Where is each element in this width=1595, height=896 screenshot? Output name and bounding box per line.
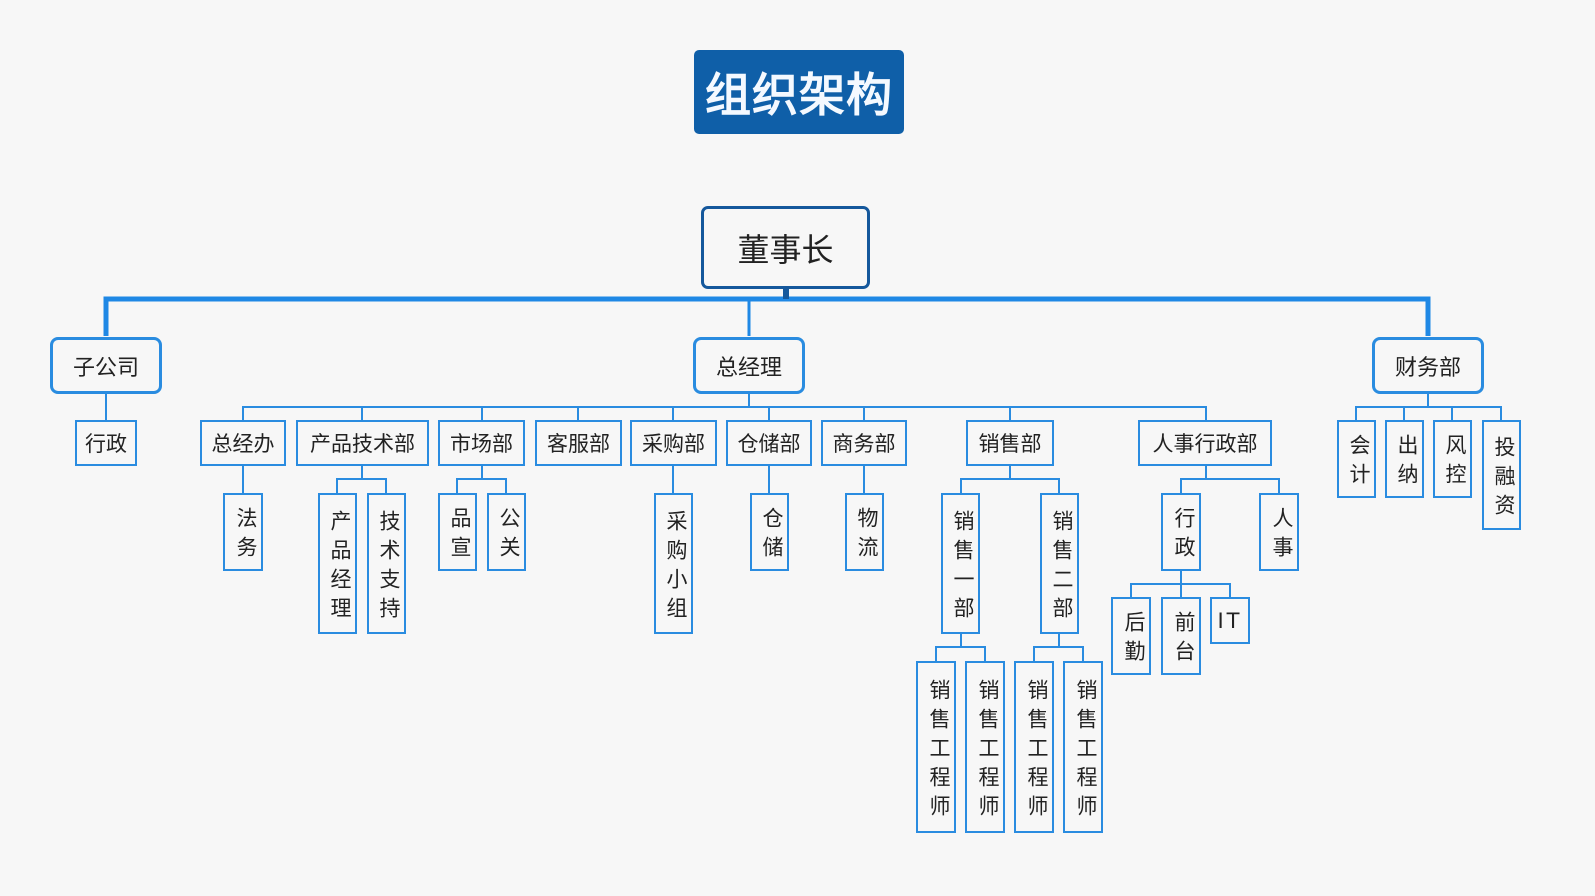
node-personnel[interactable]: 人事 bbox=[1259, 493, 1299, 571]
node-sales-engineer[interactable]: 销售工程师 bbox=[965, 661, 1005, 833]
node-customer-service-dept[interactable]: 客服部 bbox=[535, 420, 622, 466]
node-sales-dept[interactable]: 销售部 bbox=[966, 420, 1054, 466]
connector-gm-bus bbox=[242, 393, 1207, 420]
connector-sales2 bbox=[1033, 633, 1084, 661]
node-purchasing-dept[interactable]: 采购部 bbox=[630, 420, 717, 466]
connector-sales bbox=[960, 466, 1060, 493]
node-investment-financing[interactable]: 投融资 bbox=[1482, 420, 1521, 530]
node-logistics-support[interactable]: 后勤 bbox=[1111, 597, 1151, 675]
node-gm-office[interactable]: 总经办 bbox=[200, 420, 286, 466]
node-marketing-dept[interactable]: 市场部 bbox=[438, 420, 525, 466]
node-general-manager[interactable]: 总经理 bbox=[693, 337, 805, 394]
node-subsidiary[interactable]: 子公司 bbox=[50, 337, 162, 394]
node-storage[interactable]: 仓储 bbox=[750, 493, 789, 571]
root-connectors bbox=[103, 289, 1431, 336]
node-cashier[interactable]: 出纳 bbox=[1385, 420, 1424, 498]
connector-market bbox=[456, 466, 507, 493]
node-chairman[interactable]: 董事长 bbox=[701, 206, 870, 289]
connector-admin bbox=[1130, 570, 1231, 597]
node-tech-support[interactable]: 技术支持 bbox=[367, 493, 406, 634]
node-branding[interactable]: 品宣 bbox=[438, 493, 477, 571]
connector-finance bbox=[1355, 393, 1502, 420]
node-sales-engineer[interactable]: 销售工程师 bbox=[1063, 661, 1103, 833]
node-legal[interactable]: 法务 bbox=[223, 493, 263, 571]
node-logistics[interactable]: 物流 bbox=[845, 493, 884, 571]
node-finance-dept[interactable]: 财务部 bbox=[1372, 337, 1484, 394]
node-warehouse-dept[interactable]: 仓储部 bbox=[726, 420, 812, 466]
sub-connectors bbox=[105, 393, 1502, 661]
node-front-desk[interactable]: 前台 bbox=[1161, 597, 1201, 675]
node-accounting[interactable]: 会计 bbox=[1337, 420, 1376, 498]
node-hr-admin-dept[interactable]: 人事行政部 bbox=[1138, 420, 1272, 466]
node-admin[interactable]: 行政 bbox=[1161, 493, 1201, 571]
connector-sales1 bbox=[935, 633, 986, 661]
chart-title: 组织架构 bbox=[694, 50, 904, 134]
node-sales-1[interactable]: 销售一部 bbox=[941, 493, 980, 634]
node-sales-engineer[interactable]: 销售工程师 bbox=[1014, 661, 1054, 833]
connector-product bbox=[336, 466, 387, 493]
node-sales-engineer[interactable]: 销售工程师 bbox=[916, 661, 956, 833]
node-public-relations[interactable]: 公关 bbox=[487, 493, 526, 571]
connector-root-bus bbox=[103, 296, 1431, 336]
node-sales-2[interactable]: 销售二部 bbox=[1040, 493, 1079, 634]
node-business-dept[interactable]: 商务部 bbox=[821, 420, 907, 466]
node-it[interactable]: IT bbox=[1210, 597, 1250, 644]
node-risk-control[interactable]: 风控 bbox=[1433, 420, 1472, 498]
connector-hr bbox=[1180, 466, 1280, 493]
node-subsidiary-admin[interactable]: 行政 bbox=[75, 420, 137, 466]
node-purchasing-team[interactable]: 采购小组 bbox=[654, 493, 693, 634]
node-product-tech-dept[interactable]: 产品技术部 bbox=[296, 420, 429, 466]
node-product-manager[interactable]: 产品经理 bbox=[318, 493, 357, 634]
